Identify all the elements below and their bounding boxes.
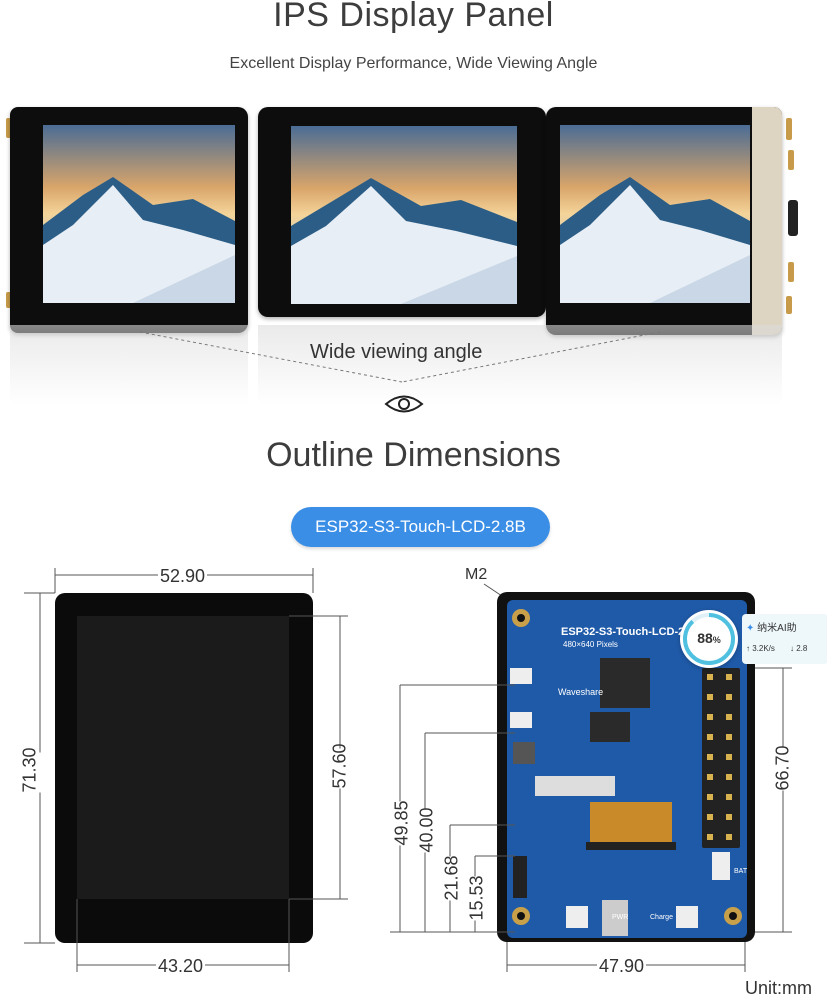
- back-view-drawing: [390, 583, 792, 972]
- dim-front-height: 71.30: [19, 747, 41, 793]
- percent-ring[interactable]: 88%: [680, 610, 738, 668]
- board-title: ESP32-S3-Touch-LCD-2: [561, 626, 685, 638]
- dim-screen-width: 43.20: [156, 956, 206, 977]
- mount-label: M2: [465, 566, 488, 583]
- model-pill: ESP32-S3-Touch-LCD-2.8B: [291, 507, 550, 547]
- dim-front-width: 52.90: [158, 566, 208, 587]
- mountain-image: [291, 126, 517, 304]
- viewing-angle-lines: [139, 331, 661, 383]
- percent-sign: %: [712, 635, 721, 645]
- app-logo-icon: ✦: [746, 623, 755, 634]
- dim-screen-height: 57.60: [329, 743, 351, 789]
- front-view-drawing: [24, 568, 348, 972]
- dim-back-3: 21.68: [441, 855, 463, 901]
- percent-value: 88: [697, 630, 713, 646]
- dim-back-height: 66.70: [772, 745, 794, 791]
- section-title-ips: IPS Display Panel: [273, 0, 554, 34]
- dim-back-1: 49.85: [391, 800, 413, 846]
- port-label-pwr: PWR: [612, 914, 629, 921]
- mountain-image: [560, 125, 750, 303]
- widget-title: 纳米AI助: [757, 623, 797, 634]
- dim-back-width: 47.90: [597, 956, 647, 977]
- download-speed: ↓ 2.8: [790, 644, 808, 653]
- dim-back-4: 15.53: [466, 875, 488, 921]
- unit-label: Unit:mm: [745, 978, 812, 998]
- dim-back-2: 40.00: [416, 807, 438, 853]
- mountain-image: [43, 125, 235, 303]
- upload-speed: ↑ 3.2K/s: [746, 644, 775, 653]
- eye-icon: [384, 395, 424, 413]
- system-monitor-widget[interactable]: 88% ✦ 纳米AI助 ↑ 3.2K/s ↓ 2.8: [680, 610, 827, 668]
- board-subtitle: 480×640 Pixels: [563, 640, 618, 649]
- board-brand: Waveshare: [558, 687, 604, 697]
- port-label-bat: BAT: [734, 868, 748, 875]
- section-title-dimensions: Outline Dimensions: [266, 436, 561, 474]
- section-subtitle-ips: Excellent Display Performance, Wide View…: [229, 55, 598, 72]
- port-label-charge: Charge: [650, 914, 673, 921]
- viewing-angle-label: Wide viewing angle: [310, 341, 483, 363]
